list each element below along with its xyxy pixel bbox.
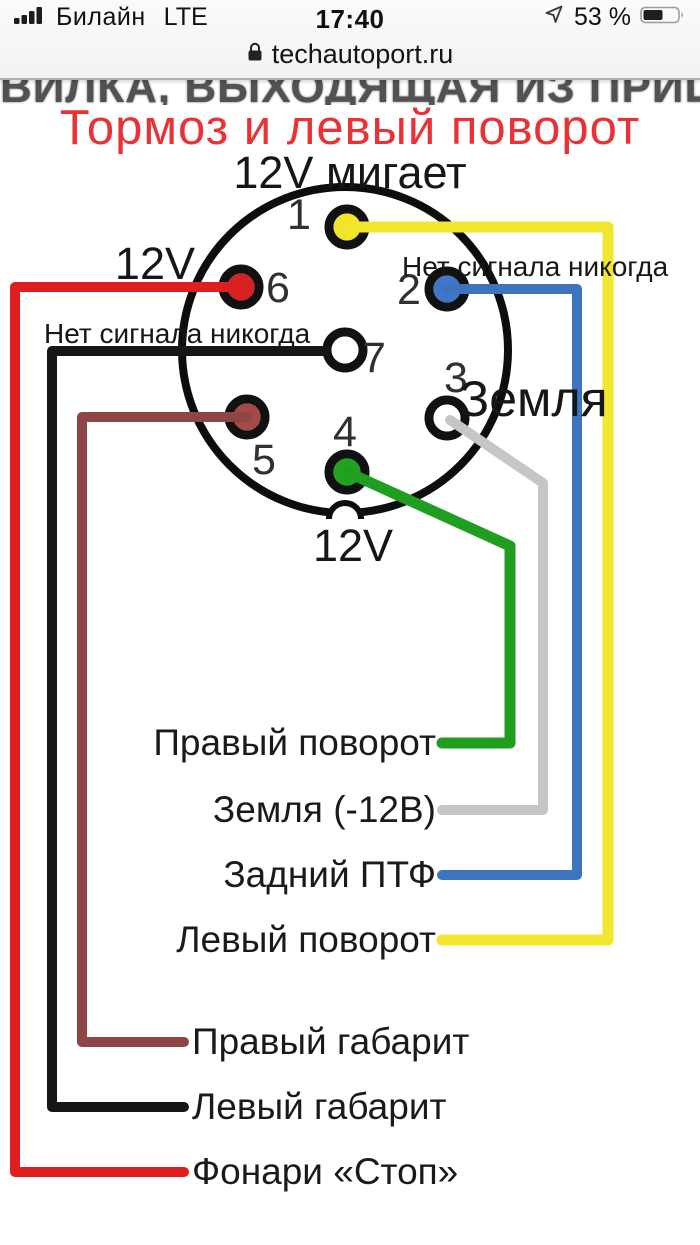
signal-bars-icon — [14, 3, 47, 32]
wire-red-label: Фонари «Стоп» — [192, 1151, 459, 1192]
wire-gray-label: Земля (-12В) — [212, 789, 436, 830]
pin-6-label: 12V — [114, 238, 195, 289]
wire-yellow-label: Левый поворот — [176, 919, 436, 960]
wire-blue-label: Задний ПТФ — [223, 854, 436, 895]
pin-3-label: Земля — [459, 371, 608, 427]
status-left: Билайн LTE — [14, 3, 208, 32]
battery-icon — [640, 3, 686, 32]
page-content: ВИЛКА, ВЫХОДЯЩАЯ ИЗ ПРИЦЕПА Тормоз и лев… — [0, 80, 700, 1245]
pin-2-number: 2 — [397, 266, 421, 314]
wire-gray — [437, 415, 548, 815]
wire-brown — [77, 412, 252, 1047]
browser-chrome: Билайн LTE 53 % 17:40 — [0, 0, 700, 80]
pin-4-label: 12V — [312, 520, 394, 571]
url-bar[interactable]: techautoport.ru — [0, 34, 700, 74]
pin-5-number: 5 — [252, 436, 276, 484]
lock-icon — [247, 42, 263, 67]
connector-notch — [326, 500, 364, 520]
carrier-label: Билайн — [56, 2, 146, 31]
pin-7-number: 7 — [362, 334, 386, 382]
battery-percent: 53 % — [574, 2, 631, 31]
url-domain: techautoport.ru — [271, 38, 454, 69]
wire-green — [341, 466, 516, 749]
wire-green-label: Правый поворот — [153, 722, 436, 763]
wire-black — [47, 346, 331, 1112]
wire-blue — [437, 284, 582, 880]
pin-2-label: Нет сигнала никогда — [402, 251, 669, 282]
pin-7-label: Нет сигнала никогда — [44, 318, 311, 349]
status-right: 53 % — [543, 3, 686, 32]
wiring-diagram — [10, 183, 614, 1177]
wire-brown-label: Правый габарит — [192, 1021, 470, 1062]
pin-1-label: 12V мигает — [233, 147, 467, 198]
pin-1-number: 1 — [287, 191, 311, 239]
wire-red — [10, 282, 246, 1177]
wire-black-label: Левый габарит — [192, 1086, 447, 1127]
pin-3-number: 3 — [444, 354, 468, 402]
clipped-heading: ВИЛКА, ВЫХОДЯЩАЯ ИЗ ПРИЦЕПА — [0, 80, 700, 105]
pin-4-number: 4 — [333, 408, 357, 456]
page-title: Тормоз и левый поворот — [59, 101, 641, 155]
wire-yellow — [341, 221, 614, 946]
pin-7 — [322, 327, 368, 373]
location-arrow-icon — [543, 3, 565, 32]
status-bar: Билайн LTE 53 % — [0, 0, 700, 34]
network-label: LTE — [163, 2, 208, 31]
pin-6-number: 6 — [266, 264, 290, 312]
